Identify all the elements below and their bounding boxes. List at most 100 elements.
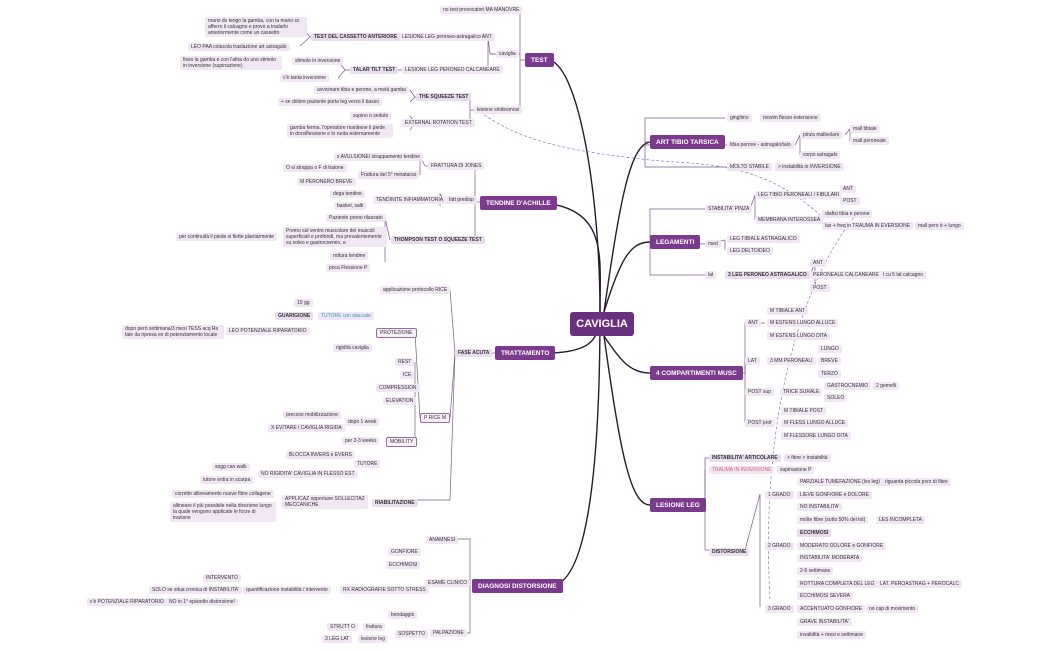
node[interactable]: 3 LEG LAT [322,635,353,643]
node[interactable]: pinza malleolare [800,131,843,139]
node[interactable]: no test provocatori MA MANOVRE [440,6,523,14]
node[interactable]: LEG DELTOIDEO [727,247,773,255]
node[interactable]: 3 MM PERONEALI [767,357,816,365]
node[interactable]: REST [395,358,415,366]
node[interactable]: PARZIALE TUMEFAZIONE (les leg) [797,478,883,486]
node[interactable]: ANT [745,319,761,327]
node[interactable]: TUTORE con staccate [318,312,374,320]
node[interactable]: M PERONERO BREVE [297,178,356,186]
node[interactable]: NO INSTABILITA' [797,503,843,511]
node[interactable]: mall peroneale [850,137,889,145]
node[interactable]: mano dx tengo la gamba, con la mano sx a… [205,17,307,37]
node[interactable]: LEG TIBIO PERONEALI / FIBULARI [755,191,843,199]
node[interactable]: STABILITA' PINZA [705,205,753,213]
node[interactable]: allineare il più possibile nella direzio… [170,502,276,522]
node[interactable]: MOLTO STABILE [727,163,772,171]
node[interactable]: diafisi tibia e perone [822,210,873,218]
node[interactable]: > fibre > instabilità [784,454,831,462]
node[interactable]: tibia perone - astragalo/talo [727,141,794,149]
node[interactable]: LESIONE LEG peroneo-astragalico ANT [399,33,495,41]
node[interactable]: > instabilità in INVERSIONE [775,163,844,171]
node[interactable]: TEST DEL CASSETTO ANTERIORE [311,33,401,41]
node[interactable]: LEO PAA cotacola traslazione art astraga… [188,43,290,51]
node[interactable]: ECCHIMOSI [797,529,832,537]
node[interactable]: lesione sindesmosi [474,106,523,114]
node[interactable]: Paziente prono rilassato [326,214,386,222]
node[interactable]: SOLO se situa cronica di INSTABILITA' [149,586,242,594]
node[interactable]: quantificazione instabilità / intervento [243,586,331,594]
node[interactable]: LIEVE GONFIORE e DOLORE [797,491,872,499]
node[interactable]: THOMPSON TEST O SQUEEZE TEST [391,236,485,244]
node[interactable]: bendaggio [388,611,418,619]
node[interactable]: TERZO [818,370,841,378]
node[interactable]: M TIBIALE ANT [767,307,809,315]
node[interactable]: RX RADIOGRAFIE SOTTO STRESS [340,586,429,594]
topic-legamenti[interactable]: LEGAMENTI [650,235,701,249]
node[interactable]: APPLICAZ opportune SOLLECITAZ MECCANICHE [282,495,368,509]
node[interactable]: M ESTENS LUNGO DITA [767,332,831,340]
node[interactable]: INSTABILITA' MODERATA [797,554,863,562]
node[interactable]: MODERATO DOLORE e GONFIORE [797,542,887,550]
node[interactable]: FASE ACUTA [455,349,493,357]
node[interactable]: MOBILITY [386,437,418,447]
node[interactable]: corpo astragalo [800,151,841,159]
node[interactable]: PROTEZIONE [376,328,417,338]
topic-trattamento[interactable]: TRATTAMENTO [495,346,556,360]
node[interactable]: supinazione P [777,466,815,474]
node[interactable]: x AVULSIONE/ strappamento tendine [334,153,424,161]
node[interactable]: l cu 5 lat calcagno [880,271,927,279]
node[interactable]: DISTORSIONE [709,548,750,556]
node[interactable]: fatt predisp [446,196,477,204]
node[interactable]: invalidità + mesi e settimane [797,631,866,639]
node[interactable]: per 2-3 weeks [342,437,380,445]
node[interactable]: 2 gemelli [873,382,900,390]
node[interactable]: caviglia [496,50,519,58]
node[interactable]: POST prof [745,419,775,427]
node[interactable]: 3 GRADO [765,605,794,613]
node[interactable]: dopo 1 week [345,418,380,426]
node[interactable]: POST sup [745,388,774,396]
node[interactable]: precoce mobilizzazione [283,411,341,419]
node[interactable]: ginglimo [727,114,752,122]
node[interactable]: ICE [400,371,415,379]
node[interactable]: INTERVENTO [203,574,242,582]
node[interactable]: tutore entra in scarpa [200,476,254,484]
node[interactable]: GUARIGIONE [275,312,314,320]
node[interactable]: M ESTENS LUNGO ALLUCE [767,319,839,327]
node[interactable]: 3 LEG PERONEO ASTRAGALICO [725,271,810,279]
node[interactable]: O si strappa o F di traione [283,164,347,172]
node[interactable]: ACCENTUATO GONFIORE [797,605,866,613]
node[interactable]: ANT [810,259,826,267]
node[interactable]: lax + freq in TRAUMA IN EVERSIONE [822,222,914,230]
node[interactable]: P RICE M [420,413,451,423]
node[interactable]: BREVE [818,357,841,365]
node[interactable]: movim flesso estensione [760,114,821,122]
node[interactable]: frattura [363,623,385,631]
node[interactable]: TENDINITE INFIAMMATORIA [373,196,447,204]
node[interactable]: POST [840,197,860,205]
node[interactable]: MEMBRANA INTEROSSEA [755,216,824,224]
node[interactable]: corretto allineamento nuove fibre collag… [172,490,274,498]
node[interactable]: Frattura del 5° metatarso [358,171,420,179]
node[interactable]: mall pero è + lungo [915,222,964,230]
node[interactable]: c'è POTENZIALE RIPARATORIO [87,598,167,606]
node[interactable]: ECCHIMOSI SEVERA [797,592,854,600]
topic-diagnosi-distorsione[interactable]: DIAGNOSI DISTORSIONE [472,579,563,593]
node[interactable]: molte fibre (sotto 50% del tot) [797,516,869,524]
node[interactable]: riguarda piccola porz di fibre [882,478,951,486]
node[interactable]: 10 gg [294,299,313,307]
node[interactable]: M FLESS LUNGO ALLUCE [781,419,849,427]
node[interactable]: Premo sul ventre muscolare dei muscoli s… [283,227,387,247]
node[interactable]: ELEVATION [383,397,417,405]
topic-compartimenti[interactable]: 4 COMPARTIMENTI MUSC [650,366,743,380]
node[interactable]: rottura tendine [330,252,369,260]
node[interactable]: TUTORE [354,460,381,468]
node[interactable]: ESAME CLINICO [425,579,471,587]
node[interactable]: COMPRESSION [376,384,420,392]
node[interactable]: stimolo in inversione [292,57,344,65]
topic-test[interactable]: TEST [525,53,554,67]
node[interactable]: rigidità caviglia [333,344,372,352]
node[interactable]: dega tendine [330,190,365,198]
node[interactable]: SOSPETTO [395,630,429,638]
node[interactable]: GASTROCNEMIO [824,382,872,390]
